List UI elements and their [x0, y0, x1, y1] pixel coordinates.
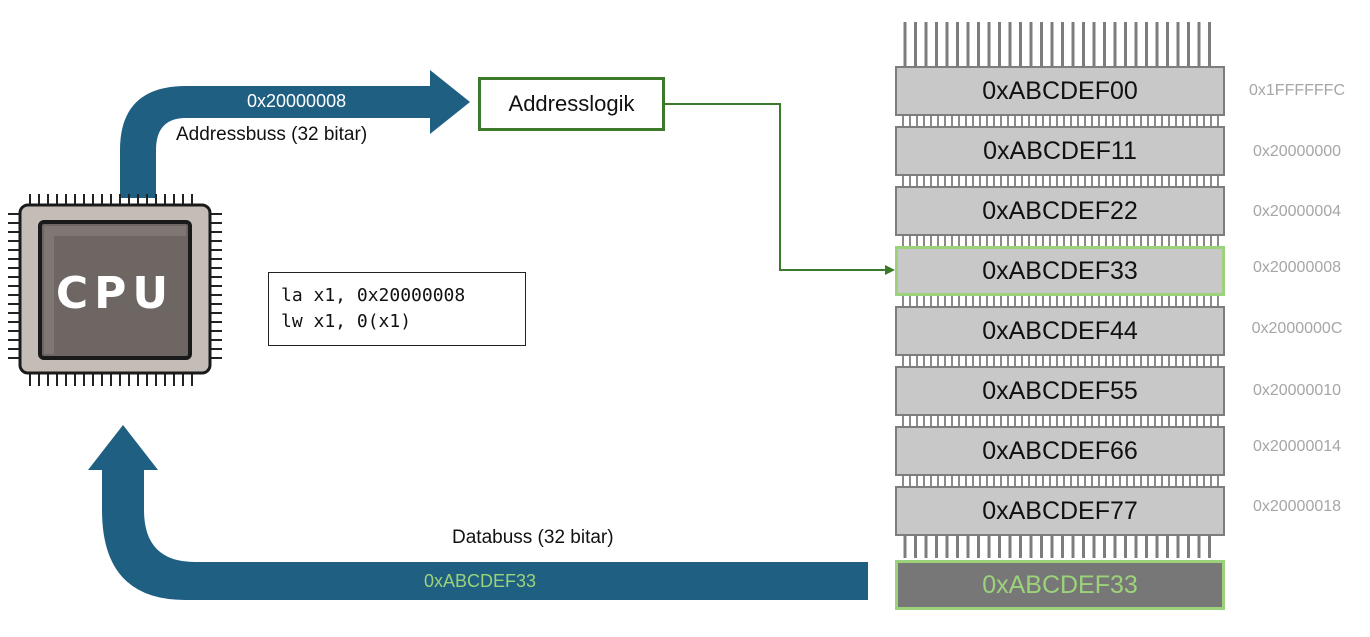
cpu-die: [38, 220, 192, 360]
memory-output-cell: 0xABCDEF33: [895, 560, 1225, 610]
memory-address-label: 0x20000008: [1252, 259, 1342, 276]
address-bus-value: 0x20000008: [247, 91, 347, 111]
memory-cell-value: 0xABCDEF66: [982, 436, 1138, 465]
memory-cell: 0xABCDEF00: [895, 66, 1225, 116]
code-line: la x1, 0x20000008: [281, 285, 466, 306]
memory-address-label: 0x20000010: [1252, 382, 1342, 399]
memory-address-label: 0x2000000C: [1251, 320, 1343, 337]
memory-cell: 0xABCDEF11: [895, 126, 1225, 176]
data-bus-label: Databuss (32 bitar): [452, 527, 614, 548]
memory-cell-value: 0xABCDEF22: [982, 196, 1138, 225]
memory-cell-value: 0xABCDEF00: [982, 76, 1138, 105]
memory-address-label: 0x20000000: [1252, 143, 1342, 160]
memory-cell: 0xABCDEF44: [895, 306, 1225, 356]
data-bus-value: 0xABCDEF33: [424, 571, 537, 591]
address-bus-label: Addressbuss (32 bitar): [176, 124, 368, 145]
cpu-chip: [8, 194, 222, 386]
address-select-arrowhead: [885, 265, 895, 275]
cpu-label: CPU: [55, 268, 175, 319]
memory-address-label: 0x20000018: [1252, 498, 1342, 515]
memory-cell: 0xABCDEF66: [895, 426, 1225, 476]
code-line: lw x1, 0(x1): [281, 311, 412, 332]
memory-pins-top: [903, 22, 1211, 66]
memory-address-label: 0x20000014: [1252, 438, 1342, 455]
memory-cell: 0xABCDEF55: [895, 366, 1225, 416]
memory-address-label: 0x1FFFFFFC: [1249, 82, 1345, 99]
address-select-line: [665, 103, 887, 271]
memory-cell-value: 0xABCDEF44: [982, 316, 1138, 345]
memory-cell-value: 0xABCDEF33: [982, 256, 1138, 285]
memory-pins-bottom: [903, 536, 1211, 558]
memory-pins-between-cells: [902, 116, 1219, 486]
memory-cell-value: 0xABCDEF77: [982, 496, 1138, 525]
address-logic-box: Addresslogik: [478, 77, 665, 131]
memory-cell: 0xABCDEF77: [895, 486, 1225, 536]
memory-output-value: 0xABCDEF33: [982, 570, 1138, 599]
memory-address-label: 0x20000004: [1252, 203, 1342, 220]
memory-cell: 0xABCDEF22: [895, 186, 1225, 236]
data-bus-arrow: [88, 425, 868, 600]
code-snippet: la x1, 0x20000008 lw x1, 0(x1): [268, 272, 526, 346]
memory-cell-value: 0xABCDEF11: [983, 136, 1137, 165]
address-bus-arrow: [120, 70, 470, 198]
address-logic-label: Addresslogik: [508, 91, 635, 116]
memory-cell-value: 0xABCDEF55: [982, 376, 1138, 405]
memory-cell-selected: 0xABCDEF33: [895, 246, 1225, 296]
